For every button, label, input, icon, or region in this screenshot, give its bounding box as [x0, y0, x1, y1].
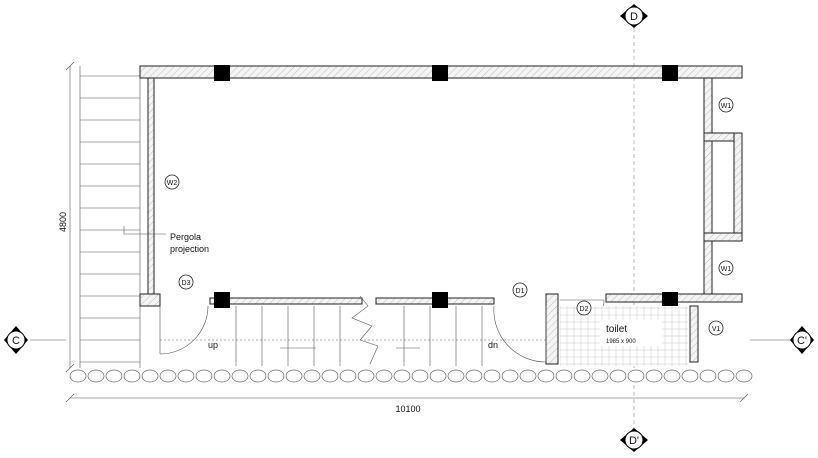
pergola-projection	[79, 66, 141, 368]
svg-text:D: D	[630, 11, 638, 23]
dimension-height-label: 4800	[58, 212, 68, 232]
door-d3-swing	[159, 305, 209, 355]
section-marker-d-top: D	[620, 4, 648, 28]
svg-text:C: C	[12, 335, 20, 347]
toilet-label: toilet	[606, 324, 627, 335]
svg-text:C': C'	[797, 335, 807, 347]
dimension-width-label: 10100	[395, 404, 420, 414]
svg-text:D': D'	[629, 435, 639, 447]
pergola-label-line1: Pergola	[170, 232, 201, 242]
tag-v1: V1	[708, 320, 724, 336]
dimension-height: 4800	[58, 61, 75, 373]
pergola-leader	[123, 226, 166, 235]
svg-text:D1: D1	[516, 288, 525, 295]
svg-text:V1: V1	[712, 326, 721, 333]
toilet-label-bg	[600, 320, 662, 346]
columns	[214, 65, 678, 308]
svg-text:D2: D2	[580, 306, 589, 313]
door-d1-swing	[493, 305, 547, 363]
pebble-border	[69, 369, 753, 383]
tag-w1-bottom: W1	[718, 260, 734, 276]
svg-text:D3: D3	[182, 280, 191, 287]
stair-down-label: dn	[488, 340, 498, 350]
tag-w1-top: W1	[718, 97, 734, 113]
tag-d2: D2	[576, 300, 592, 316]
svg-text:W2: W2	[167, 180, 178, 187]
stair-steps	[160, 306, 546, 366]
svg-text:W1: W1	[721, 266, 732, 273]
toilet-size-label: 1985 x 900	[606, 339, 636, 345]
tag-w2: W2	[164, 174, 180, 190]
svg-text:W1: W1	[721, 103, 732, 110]
tag-d1: D1	[512, 282, 528, 298]
pergola-label-line2: projection	[170, 244, 209, 254]
break-line	[351, 295, 379, 365]
section-marker-d-bottom: D'	[620, 428, 648, 452]
section-marker-c-right: C'	[790, 326, 814, 354]
tag-d3: D3	[178, 274, 194, 290]
dimension-width: 10100	[65, 393, 749, 414]
stair-up-label: up	[208, 340, 218, 350]
section-marker-c-left: C	[4, 326, 28, 354]
